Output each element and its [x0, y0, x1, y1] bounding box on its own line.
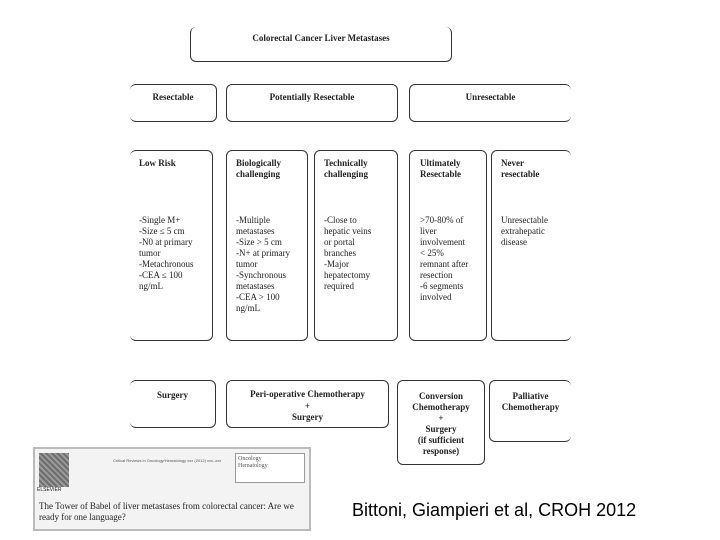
subgroup-header: Technically challenging [324, 158, 369, 179]
category-potentially-resectable: Potentially Resectable [226, 84, 398, 122]
treatment-surgery: Surgery [130, 380, 216, 428]
category-potentially-resectable-label: Potentially Resectable [269, 92, 355, 102]
category-unresectable: Unresectable [409, 84, 571, 122]
palliative-label: Palliative Chemotherapy [501, 391, 560, 412]
subgroup-header: Ultimately Resectable [420, 158, 461, 179]
subgroup-criteria: -Close to hepatic veins or portal branch… [324, 215, 372, 291]
subgroup-header: Low Risk [139, 158, 176, 168]
category-resectable: Resectable [130, 84, 217, 122]
subgroup-biologically-challenging: Biologically challenging -Multiple metas… [226, 150, 308, 341]
journal-article-thumbnail: ELSEVIER Critical Reviews in Oncology/He… [33, 447, 311, 531]
elsevier-logo-icon [39, 453, 69, 487]
diagram-title: Colorectal Cancer Liver Metastases [252, 33, 390, 43]
subgroup-criteria: Unresectable extrahepatic disease [501, 215, 548, 247]
treatment-surgery-label: Surgery [157, 390, 188, 400]
periop-plus: + [304, 401, 311, 411]
paper-title: The Tower of Babel of liver metastases f… [39, 501, 294, 522]
treatment-palliative-chemotherapy: Palliative Chemotherapy [489, 380, 571, 442]
conversion-label: Conversion Chemotherapy + Surgery (if su… [412, 391, 470, 456]
category-resectable-label: Resectable [152, 92, 194, 102]
subgroup-header: Biologically challenging [236, 158, 281, 179]
subgroup-header: Never resectable [501, 158, 540, 179]
periop-line1: Peri-operative Chemotherapy [250, 389, 365, 399]
citation: Bittoni, Giampieri et al, CROH 2012 [352, 500, 637, 520]
subgroup-criteria: >70-80% of liver involvement < 25% remna… [420, 215, 469, 302]
treatment-periop-chemotherapy: Peri-operative Chemotherapy + Surgery [226, 380, 389, 428]
category-unresectable-label: Unresectable [465, 92, 516, 102]
publisher-name: ELSEVIER [37, 487, 62, 493]
journal-title-box: Oncology Hematology [235, 453, 305, 483]
subgroup-low-risk: Low Risk -Single M+ -Size ≤ 5 cm -N0 at … [130, 150, 213, 341]
journal-small-text: Critical Reviews in Oncology/Hematology … [113, 458, 222, 463]
title-box: Colorectal Cancer Liver Metastases [190, 27, 452, 62]
subgroup-criteria: -Multiple metastases -Size > 5 cm -N+ at… [236, 215, 291, 313]
subgroup-technically-challenging: Technically challenging -Close to hepati… [314, 150, 398, 341]
treatment-conversion-chemotherapy: Conversion Chemotherapy + Surgery (if su… [397, 380, 485, 465]
periop-line2: Surgery [292, 412, 323, 422]
subgroup-never-resectable: Never resectable Unresectable extrahepat… [491, 150, 571, 341]
subgroup-criteria: -Single M+ -Size ≤ 5 cm -N0 at primary t… [139, 215, 194, 291]
subgroup-ultimately-resectable: Ultimately Resectable >70-80% of liver i… [409, 150, 487, 341]
